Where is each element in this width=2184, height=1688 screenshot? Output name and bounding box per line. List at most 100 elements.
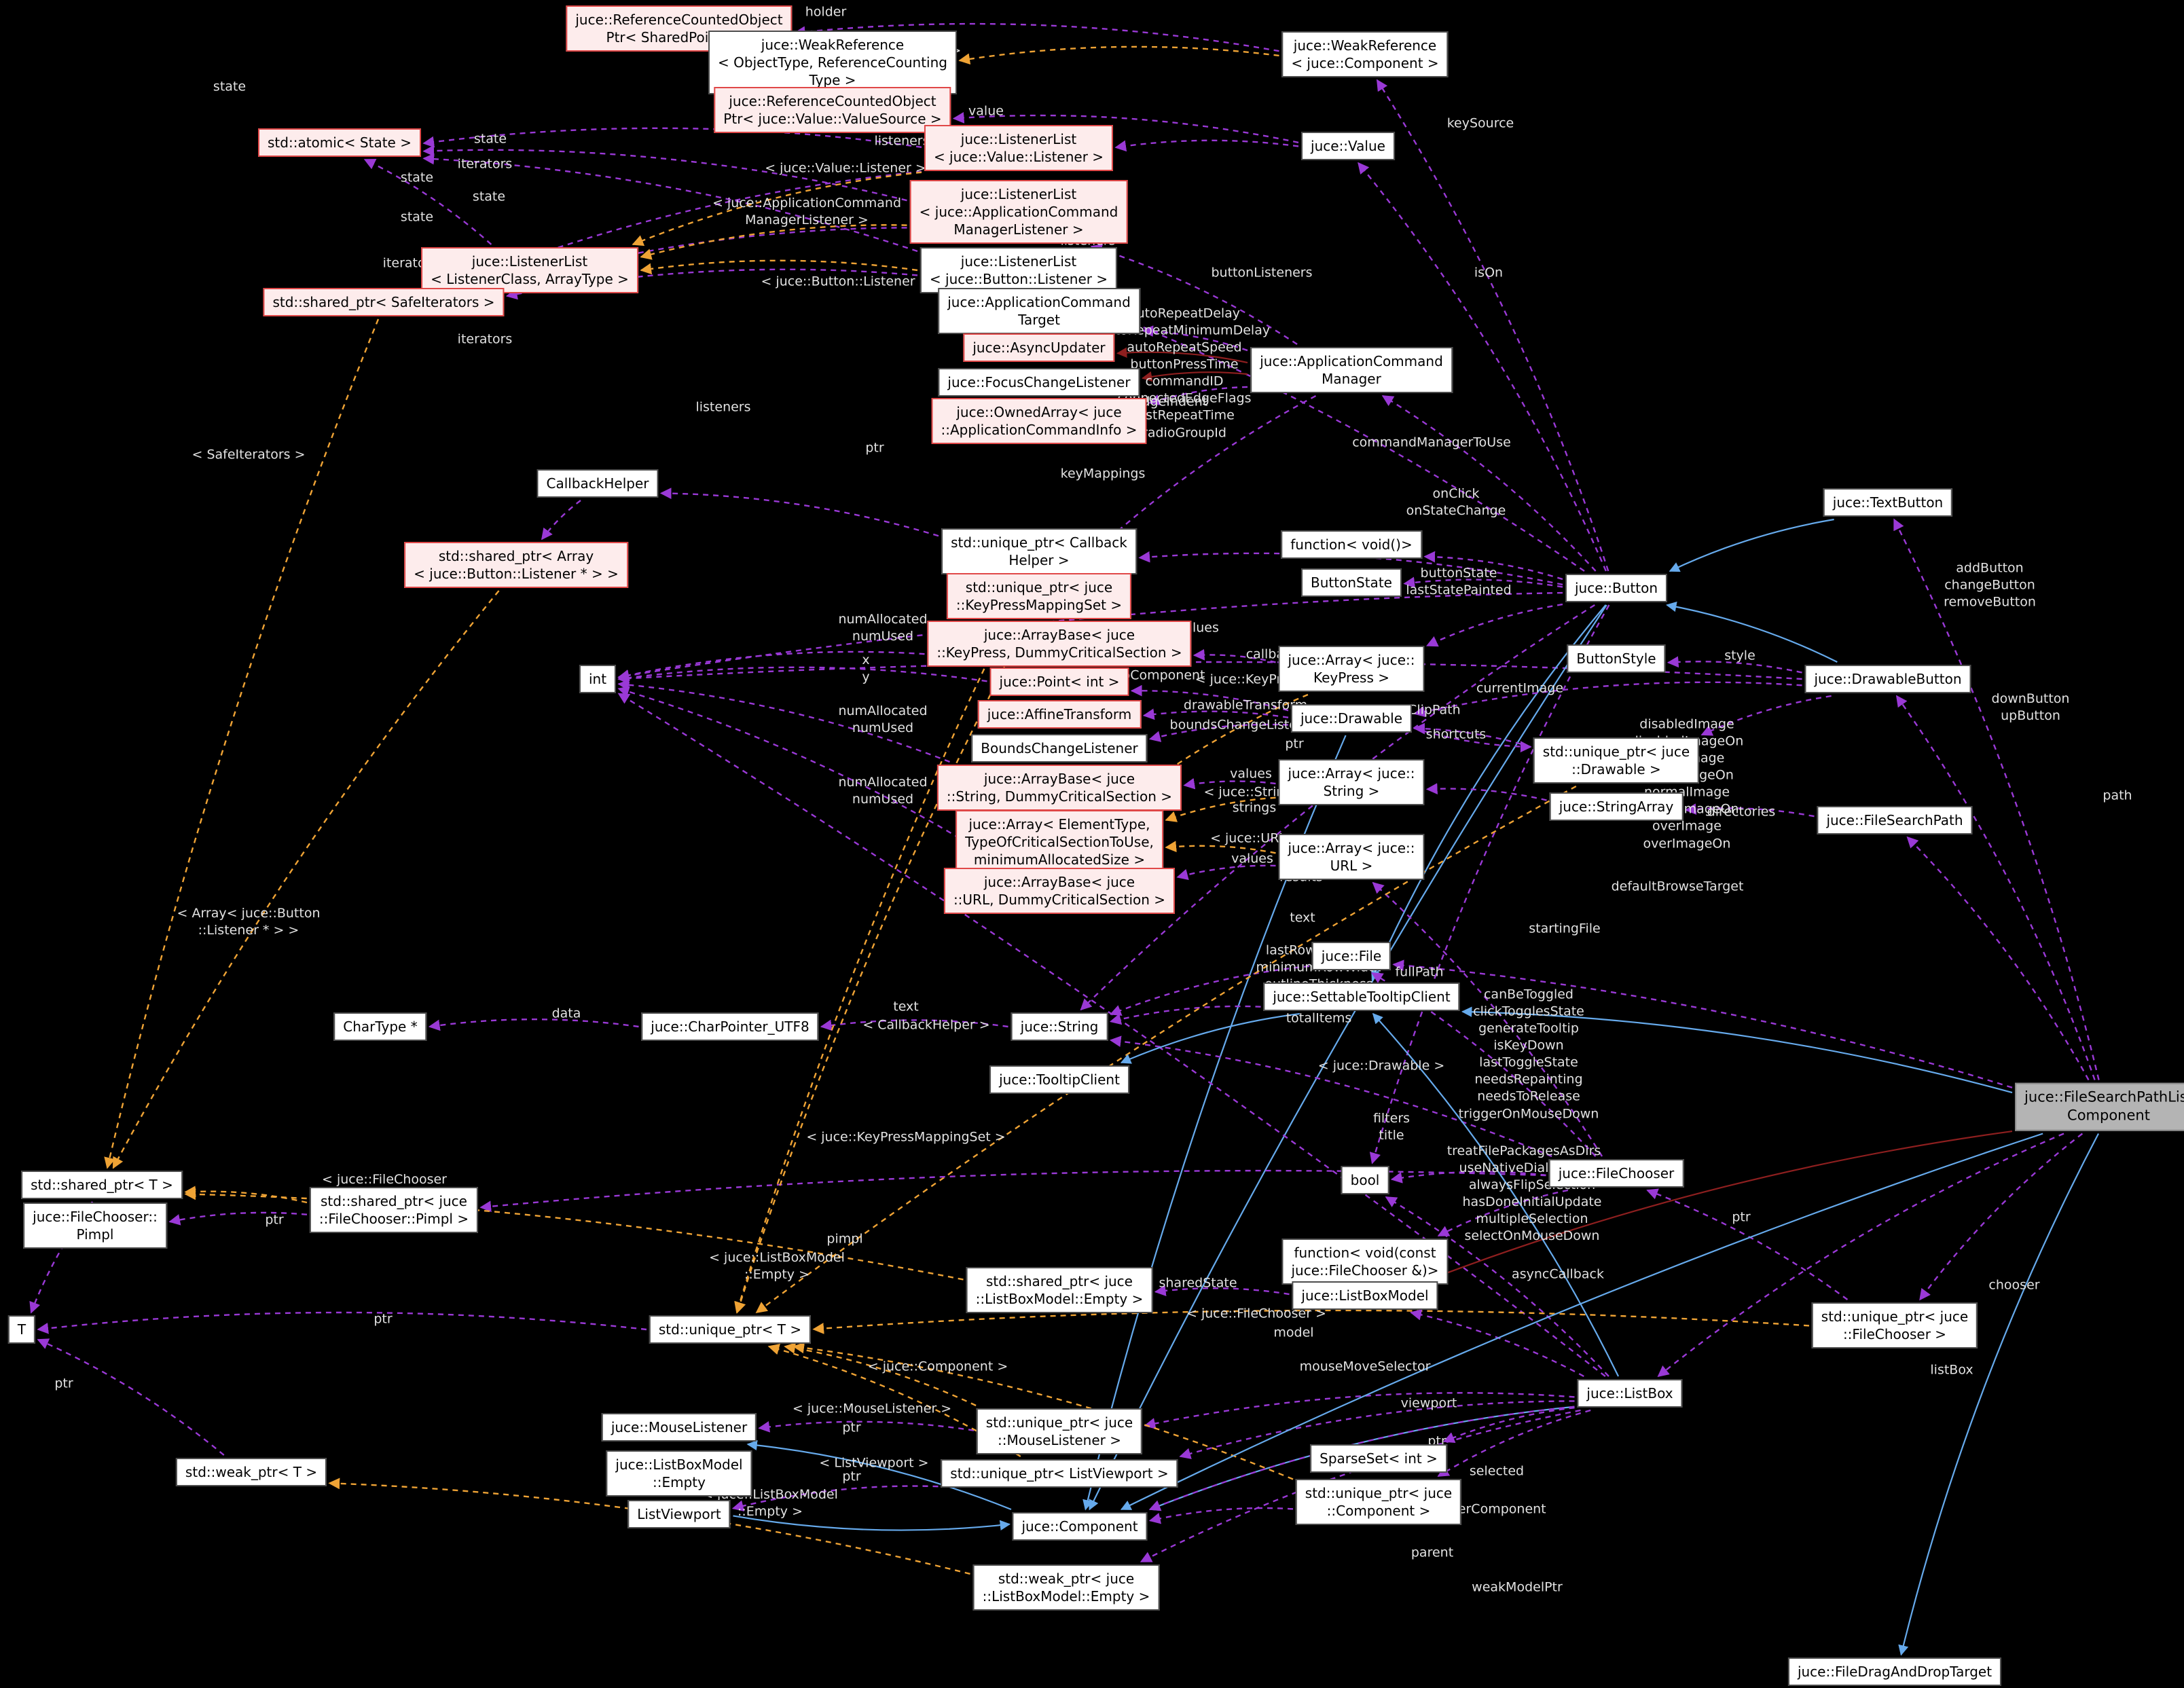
node-fn_filechooser[interactable]: function< void(const juce::FileChooser &… <box>1281 1239 1449 1285</box>
node-chartype[interactable]: CharType * <box>333 1012 427 1041</box>
node-up_t[interactable]: std::unique_ptr< T > <box>649 1315 812 1344</box>
node-weakref_obj[interactable]: juce::WeakReference < ObjectType, Refere… <box>708 31 957 94</box>
node-affine[interactable]: juce::AffineTransform <box>977 700 1142 729</box>
node-acm[interactable]: juce::ApplicationCommand Manager <box>1250 347 1453 393</box>
edge-listbox-component <box>1148 1406 1575 1511</box>
edge-acm-focus <box>1141 371 1248 382</box>
node-array_url[interactable]: juce::Array< juce:: URL > <box>1278 834 1425 880</box>
node-rc_valuesource[interactable]: juce::ReferenceCountedObject Ptr< juce::… <box>714 87 951 133</box>
node-t_node[interactable]: T <box>7 1315 36 1344</box>
node-tooltipclient[interactable]: juce::TooltipClient <box>989 1065 1129 1094</box>
node-fc_pimpl[interactable]: juce::FileChooser:: Pimpl <box>23 1203 167 1249</box>
node-sp_t[interactable]: std::shared_ptr< T > <box>21 1171 183 1199</box>
edge-ll_button-atomic_state <box>422 153 918 253</box>
edge-button-settable_ttc <box>1371 604 1607 981</box>
edge-fsplc-drawablebutton <box>1895 695 2096 1080</box>
edge-weak_lbm_empty-weak_t <box>328 1478 970 1575</box>
node-buttonstyle[interactable]: ButtonStyle <box>1567 644 1666 673</box>
edge-label-string-charptr_utf8: text <box>893 999 919 1014</box>
node-up_drawable[interactable]: std::unique_ptr< juce ::Drawable > <box>1533 737 1700 784</box>
node-weak_t[interactable]: std::weak_ptr< T > <box>175 1458 327 1486</box>
node-lbm_empty[interactable]: juce::ListBoxModel ::Empty <box>606 1450 752 1497</box>
edge-acm-act <box>1142 325 1248 352</box>
edge-charptr_utf8-chartype <box>428 1019 639 1031</box>
node-string[interactable]: juce::String <box>1011 1012 1108 1041</box>
node-sp_lbm_empty[interactable]: std::shared_ptr< juce ::ListBoxModel::Em… <box>966 1267 1153 1313</box>
node-act[interactable]: juce::ApplicationCommand Target <box>938 288 1140 334</box>
node-point_int[interactable]: juce::Point< int > <box>989 667 1129 696</box>
edge-button-acm <box>1381 395 1597 572</box>
node-up_component[interactable]: std::unique_ptr< juce ::Component > <box>1295 1479 1462 1525</box>
node-array_elem[interactable]: juce::Array< ElementType, TypeOfCritical… <box>956 810 1163 874</box>
edge-listbox-up_mouselistener <box>1144 1392 1575 1429</box>
edge-label-drawablebutton-drawable: currentImage <box>1476 680 1564 696</box>
node-fsplc[interactable]: juce::FileSearchPathList Component <box>2015 1082 2184 1131</box>
node-ll_value[interactable]: juce::ListenerList < juce::Value::Listen… <box>924 125 1114 171</box>
edge-label-value-rc_valuesource: value <box>968 103 1004 119</box>
node-filedragdrop[interactable]: juce::FileDragAndDropTarget <box>1787 1657 2002 1686</box>
node-up_cbhelper[interactable]: std::unique_ptr< Callback Helper > <box>941 528 1137 574</box>
edge-label-ab_string-int_node: numAllocated numUsed <box>838 703 928 735</box>
edge-fsplc-settable_ttc <box>1461 1006 2013 1094</box>
node-async[interactable]: juce::AsyncUpdater <box>963 333 1115 362</box>
node-value[interactable]: juce::Value <box>1301 132 1395 160</box>
edge-label-ll_value-sp_safeiter: iterators <box>457 156 513 172</box>
node-button[interactable]: juce::Button <box>1565 574 1668 602</box>
edge-button-value <box>1358 162 1607 572</box>
node-ab_url[interactable]: juce::ArrayBase< juce ::URL, DummyCritic… <box>943 868 1176 914</box>
edge-label-listbox-sparseset: selected <box>1469 1463 1525 1479</box>
node-fn_void[interactable]: function< void()> <box>1281 530 1422 559</box>
edge-settable_ttc-tooltipclient <box>1120 1012 1300 1064</box>
node-file[interactable]: juce::File <box>1311 942 1391 970</box>
edge-ll_generic-atomic_state <box>363 158 492 245</box>
node-charptr_utf8[interactable]: juce::CharPointer_UTF8 <box>641 1012 819 1041</box>
node-int_node[interactable]: int <box>579 665 617 693</box>
edge-ll_button-ll_generic <box>640 259 918 275</box>
edge-up_listviewport-listviewport <box>731 1485 939 1511</box>
edge-up_cbhelper-cbhelper <box>659 488 939 537</box>
node-up_filechooser[interactable]: std::unique_ptr< juce ::FileChooser > <box>1811 1302 1978 1348</box>
node-sp_fc_pimpl[interactable]: std::shared_ptr< juce ::FileChooser::Pim… <box>309 1187 479 1233</box>
node-sp_array_bl[interactable]: std::shared_ptr< Array < juce::Button::L… <box>404 542 628 588</box>
edge-sp_fc_pimpl-sp_t <box>184 1186 308 1204</box>
node-drawablebutton[interactable]: juce::DrawableButton <box>1804 665 1971 693</box>
node-array_keypress[interactable]: juce::Array< juce:: KeyPress > <box>1278 646 1425 692</box>
node-sp_safeiter[interactable]: std::shared_ptr< SafeIterators > <box>263 288 505 316</box>
node-up_listviewport[interactable]: std::unique_ptr< ListViewport > <box>941 1459 1178 1488</box>
node-mouselistener[interactable]: juce::MouseListener <box>601 1413 757 1442</box>
node-ab_keypress[interactable]: juce::ArrayBase< juce ::KeyPress, DummyC… <box>927 621 1192 667</box>
node-listboxmodel[interactable]: juce::ListBoxModel <box>1292 1281 1438 1310</box>
node-ll_generic[interactable]: juce::ListenerList < ListenerClass, Arra… <box>421 247 638 293</box>
node-weakref_comp[interactable]: juce::WeakReference < juce::Component > <box>1281 31 1449 77</box>
edge-label-listbox-up_listviewport: viewport <box>1400 1395 1457 1411</box>
node-atomic_state[interactable]: std::atomic< State > <box>258 128 421 157</box>
node-stringarray[interactable]: juce::StringArray <box>1549 792 1684 821</box>
node-up_kpms[interactable]: std::unique_ptr< juce ::KeyPressMappingS… <box>946 573 1132 619</box>
node-focus[interactable]: juce::FocusChangeListener <box>938 368 1140 397</box>
node-owned_aci[interactable]: juce::OwnedArray< juce ::ApplicationComm… <box>931 398 1147 444</box>
node-textbutton[interactable]: juce::TextButton <box>1823 488 1953 517</box>
node-weak_lbm_empty[interactable]: std::weak_ptr< juce ::ListBoxModel::Empt… <box>972 1564 1160 1611</box>
node-ab_string[interactable]: juce::ArrayBase< juce ::String, DummyCri… <box>936 765 1182 811</box>
edge-up_t-t_node <box>37 1311 647 1334</box>
node-drawable[interactable]: juce::Drawable <box>1290 704 1413 733</box>
node-listviewport[interactable]: ListViewport <box>627 1500 731 1528</box>
edge-component-mouselistener <box>746 1439 1012 1511</box>
node-component[interactable]: juce::Component <box>1012 1512 1148 1541</box>
node-bool_node[interactable]: bool <box>1341 1166 1389 1194</box>
edge-settable_ttc-string <box>1109 1005 1261 1025</box>
edge-fsplc-component <box>1120 1133 2043 1510</box>
node-filesearchpath[interactable]: juce::FileSearchPath <box>1817 806 1973 834</box>
node-ll_button[interactable]: juce::ListenerList < juce::Button::Liste… <box>920 247 1118 293</box>
node-up_mouselistener[interactable]: std::unique_ptr< juce ::MouseListener > <box>976 1408 1143 1454</box>
node-btnstate[interactable]: ButtonState <box>1301 568 1402 597</box>
node-ll_acml[interactable]: juce::ListenerList < juce::ApplicationCo… <box>909 180 1128 244</box>
node-settable_ttc[interactable]: juce::SettableTooltipClient <box>1263 983 1460 1011</box>
node-cbhelper[interactable]: CallbackHelper <box>536 469 659 498</box>
edge-string-charptr_utf8 <box>820 1019 1008 1031</box>
node-array_string[interactable]: juce::Array< juce:: String > <box>1278 759 1425 805</box>
node-filechooser[interactable]: juce::FileChooser <box>1548 1159 1684 1188</box>
node-listbox[interactable]: juce::ListBox <box>1577 1379 1683 1408</box>
node-sparseset[interactable]: SparseSet< int > <box>1310 1444 1447 1473</box>
node-bounds_cl[interactable]: BoundsChangeListener <box>971 734 1148 763</box>
